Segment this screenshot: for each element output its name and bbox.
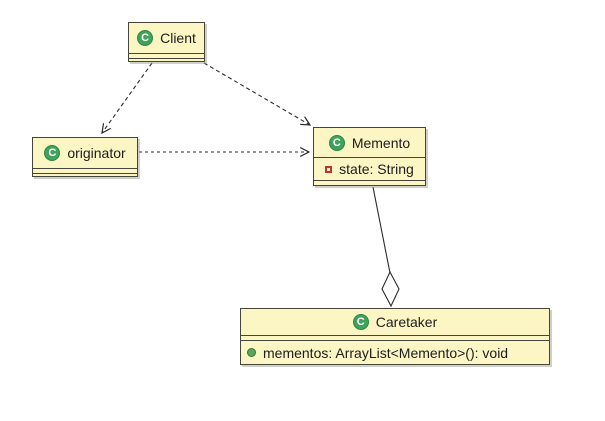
- empty-methods-compartment: [33, 173, 137, 178]
- field-row[interactable]: state: String: [314, 157, 425, 180]
- class-box-originator[interactable]: C originator: [32, 137, 138, 177]
- class-header: C originator: [33, 138, 137, 168]
- private-field-icon: [325, 165, 333, 173]
- dependency-edge-client-memento[interactable]: [203, 62, 310, 125]
- class-box-caretaker[interactable]: C Caretaker mementos: ArrayList<Memento>…: [240, 308, 550, 365]
- class-header: C Client: [129, 23, 204, 53]
- public-method-icon: [247, 348, 256, 357]
- class-box-memento[interactable]: C Memento state: String: [313, 127, 426, 186]
- class-name: Caretaker: [375, 314, 438, 330]
- empty-fields-compartment: [129, 53, 204, 58]
- field-label: state: String: [339, 161, 414, 177]
- class-icon: C: [137, 30, 154, 46]
- dependency-edge-client-originator[interactable]: [102, 62, 153, 133]
- class-header: C Memento: [314, 128, 425, 157]
- class-icon: C: [328, 134, 345, 151]
- class-name: Memento: [351, 134, 411, 151]
- class-box-client[interactable]: C Client: [128, 22, 205, 62]
- empty-fields-compartment: [241, 335, 549, 340]
- method-row[interactable]: mementos: ArrayList<Memento>(): void: [241, 340, 549, 364]
- aggregation-edge-memento-caretaker[interactable]: [372, 186, 400, 308]
- class-name: Client: [160, 30, 196, 46]
- method-label: mementos: ArrayList<Memento>(): void: [263, 344, 509, 361]
- hollow-diamond-icon: [381, 270, 400, 308]
- empty-fields-compartment: [33, 168, 137, 173]
- class-icon: C: [352, 314, 369, 330]
- class-name: originator: [67, 145, 126, 161]
- class-header: C Caretaker: [241, 309, 549, 335]
- empty-methods-compartment: [129, 58, 204, 63]
- class-icon: C: [44, 145, 61, 161]
- empty-methods-compartment: [314, 180, 425, 185]
